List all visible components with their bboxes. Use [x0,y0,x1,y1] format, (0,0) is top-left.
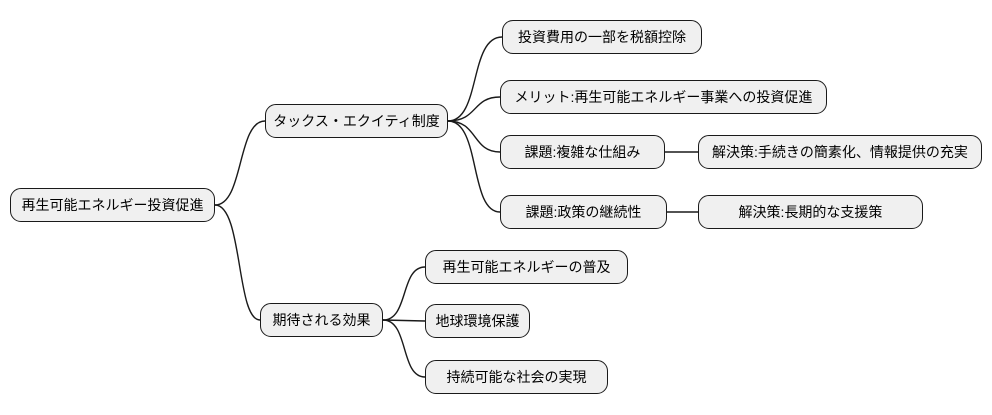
node-issue-continuity-label: 課題:政策の継続性 [525,204,642,220]
node-solution-longterm-label: 解決策:長期的な支援策 [738,204,883,220]
node-solution-longterm[interactable]: 解決策:長期的な支援策 [698,195,923,229]
edge-root-expected-effects [214,204,261,321]
edge-tax-merit [447,96,501,122]
edge-root-tax-equity [214,120,266,206]
node-sustainable-society-label: 持続可能な社会の実現 [446,369,587,385]
node-environment-label: 地球環境保護 [435,313,520,329]
edge-tax-issue-complexity [447,120,501,153]
node-environment[interactable]: 地球環境保護 [425,304,530,338]
node-merit-label: メリット:再生可能エネルギー事業への投資促進 [514,89,813,105]
node-tax-equity-label: タックス・エクイティ制度 [273,113,440,129]
node-renewable-spread-label: 再生可能エネルギーの普及 [442,259,611,275]
node-issue-complexity[interactable]: 課題:複雑な仕組み [500,135,665,169]
node-expected-effects-label: 期待される効果 [272,312,371,328]
node-issue-complexity-label: 課題:複雑な仕組み [524,144,641,160]
node-solution-simplify[interactable]: 解決策:手続きの簡素化、情報提供の充実 [698,135,982,169]
edge-tax-deduction [447,36,503,122]
node-sustainable-society[interactable]: 持続可能な社会の実現 [425,360,608,394]
node-tax-deduction-label: 投資費用の一部を税額控除 [518,29,686,45]
edge-effects-spread [382,266,426,321]
node-tax-equity[interactable]: タックス・エクイティ制度 [265,104,448,138]
node-expected-effects[interactable]: 期待される効果 [260,303,383,337]
node-tax-deduction[interactable]: 投資費用の一部を税額控除 [502,20,702,54]
node-root-label: 再生可能エネルギー投資促進 [21,197,204,213]
node-renewable-spread[interactable]: 再生可能エネルギーの普及 [425,250,628,284]
node-merit[interactable]: メリット:再生可能エネルギー事業への投資促進 [500,80,827,114]
edge-effects-sustainable [382,319,426,378]
edge-effects-environment [382,319,426,322]
node-issue-continuity[interactable]: 課題:政策の継続性 [500,195,667,229]
edge-tax-issue-continuity [447,120,501,213]
node-solution-simplify-label: 解決策:手続きの簡素化、情報提供の充実 [712,144,968,160]
node-root[interactable]: 再生可能エネルギー投資促進 [10,188,215,222]
